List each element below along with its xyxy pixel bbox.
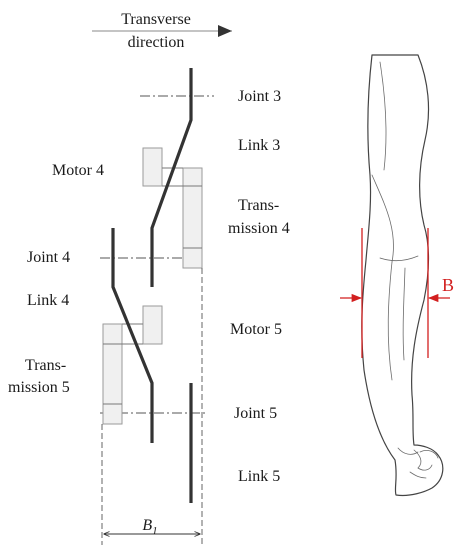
- motor5-body: [142, 305, 163, 345]
- transmission4-label-line1: Trans-: [238, 197, 279, 214]
- b1-label: B1: [142, 517, 157, 537]
- arm-outline: [361, 54, 444, 497]
- link3-line: [150, 68, 193, 287]
- transmission5-label-line1: Trans-: [25, 357, 66, 374]
- human-arm-sketch: [361, 54, 444, 497]
- b1-dimension: B1: [101, 268, 203, 545]
- biceps-contour: [371, 174, 394, 263]
- transmission5-block: [102, 323, 123, 425]
- transmission4-label-line2: mission 4: [228, 220, 290, 237]
- joint5-label: Joint 5: [234, 405, 277, 422]
- b-width-label: B: [442, 275, 454, 295]
- direction-label-line2: direction: [128, 34, 185, 51]
- elbow-crease: [379, 255, 419, 262]
- b1-label-subscript: 1: [152, 525, 158, 537]
- fist-finger-1: [413, 449, 422, 469]
- link3-label: Link 3: [238, 137, 280, 154]
- transmission5-label-line2: mission 5: [8, 379, 70, 396]
- forearm-contour-2: [402, 267, 406, 361]
- transmission5-body: [102, 323, 123, 425]
- link4-label: Link 4: [27, 292, 69, 309]
- fist-knuckle: [409, 471, 427, 479]
- joint4-label: Joint 4: [27, 249, 70, 266]
- forearm-contour: [387, 261, 393, 381]
- joint3-label: Joint 3: [238, 88, 281, 105]
- link5-label: Link 5: [238, 468, 280, 485]
- motor5-block: [122, 305, 163, 345]
- wrist-line: [397, 447, 419, 455]
- motor4-body: [142, 147, 163, 187]
- b1-label-main: B: [142, 517, 152, 534]
- transmission4-body: [182, 167, 203, 269]
- fist-thumb: [419, 450, 439, 459]
- link4-line: [111, 228, 154, 443]
- b-width-annotation: B: [340, 228, 454, 358]
- shoulder-contour: [379, 61, 387, 171]
- transmission4-block: [182, 167, 203, 269]
- direction-arrowhead: [218, 25, 232, 37]
- direction-label-line1: Transverse: [121, 11, 191, 28]
- motor4-label: Motor 4: [52, 162, 104, 179]
- fist-finger-2: [417, 464, 433, 471]
- motor4-block: [142, 147, 183, 187]
- transverse-direction-indicator: Transverse direction: [92, 11, 232, 51]
- motor5-label: Motor 5: [230, 321, 282, 338]
